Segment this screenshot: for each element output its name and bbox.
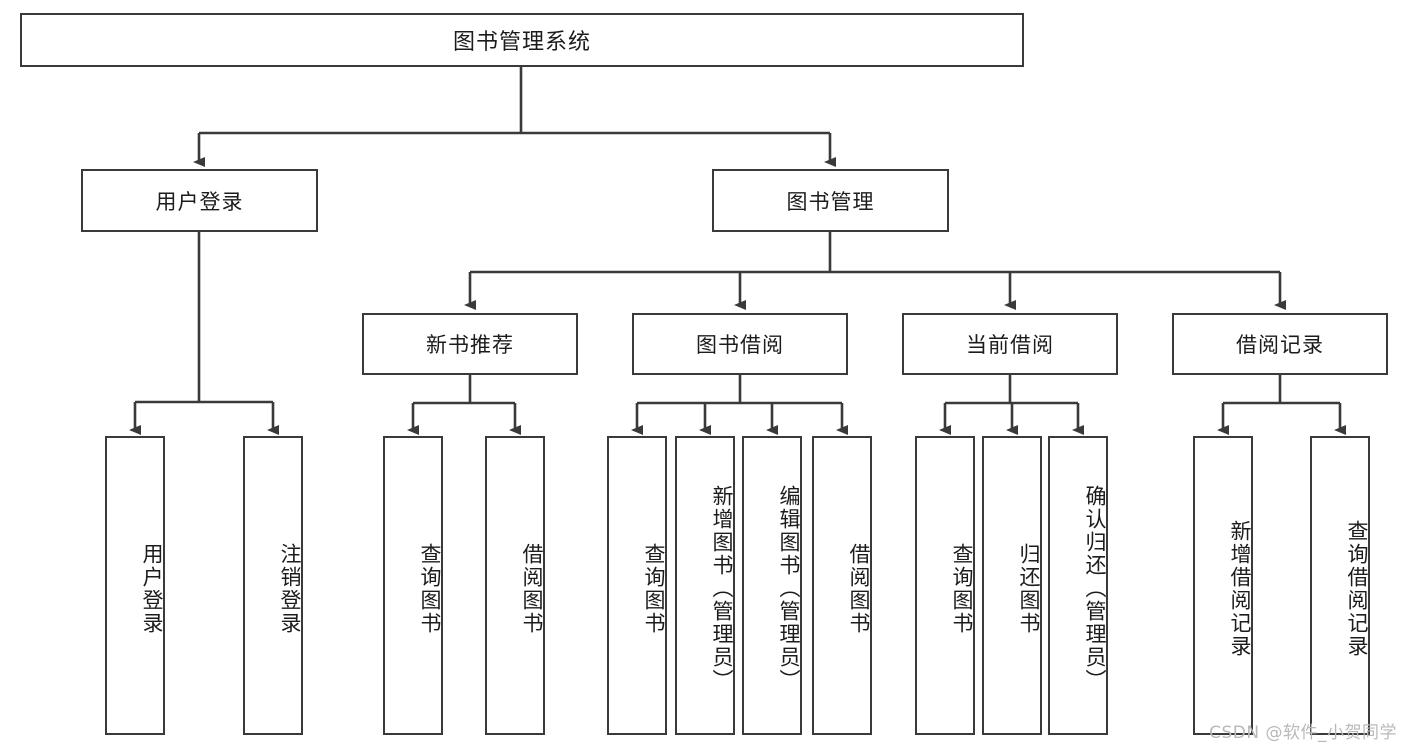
node-leaf-logout[interactable]: 注销登录 (243, 436, 303, 735)
node-new-book-recommend-label: 新书推荐 (426, 333, 514, 357)
node-book-manage[interactable]: 图书管理 (712, 169, 949, 232)
node-leaf-query-book-3[interactable]: 查询图书 (915, 436, 975, 735)
node-leaf-user-login-label: 用户登录 (140, 542, 164, 635)
node-leaf-add-record[interactable]: 新增借阅记录 (1193, 436, 1253, 735)
node-book-borrow[interactable]: 图书借阅 (632, 313, 848, 375)
node-leaf-query-record[interactable]: 查询借阅记录 (1310, 436, 1370, 735)
node-leaf-confirm-return[interactable]: 确认归还（管理员） (1048, 436, 1108, 735)
node-root[interactable]: 图书管理系统 (20, 13, 1024, 67)
node-leaf-edit-book[interactable]: 编辑图书（管理员） (742, 436, 802, 735)
node-current-borrow[interactable]: 当前借阅 (902, 313, 1118, 375)
node-leaf-return-book-label: 归还图书 (1017, 542, 1041, 635)
node-user-login[interactable]: 用户登录 (81, 169, 318, 232)
node-leaf-add-record-label: 新增借阅记录 (1228, 519, 1252, 658)
node-new-book-recommend[interactable]: 新书推荐 (362, 313, 578, 375)
node-leaf-query-book-1-label: 查询图书 (418, 542, 442, 635)
watermark: CSDN @软件_小贺同学 (1209, 723, 1397, 743)
node-leaf-borrow-book-2[interactable]: 借阅图书 (812, 436, 872, 735)
node-current-borrow-label: 当前借阅 (966, 333, 1054, 357)
node-book-borrow-label: 图书借阅 (696, 333, 784, 357)
node-leaf-borrow-book-2-label: 借阅图书 (847, 542, 871, 635)
node-borrow-record[interactable]: 借阅记录 (1172, 313, 1388, 375)
node-leaf-return-book[interactable]: 归还图书 (982, 436, 1042, 735)
node-book-manage-label: 图书管理 (786, 189, 875, 214)
node-root-label: 图书管理系统 (452, 30, 591, 55)
node-leaf-borrow-book-1-label: 借阅图书 (520, 542, 544, 635)
node-leaf-borrow-book-1[interactable]: 借阅图书 (485, 436, 545, 735)
node-leaf-logout-label: 注销登录 (278, 542, 302, 635)
node-leaf-query-book-2[interactable]: 查询图书 (607, 436, 667, 735)
node-leaf-query-record-label: 查询借阅记录 (1345, 519, 1369, 658)
node-borrow-record-label: 借阅记录 (1236, 333, 1324, 357)
node-leaf-edit-book-label: 编辑图书（管理员） (777, 485, 801, 692)
node-leaf-add-book-label: 新增图书（管理员） (710, 485, 734, 692)
node-leaf-query-book-3-label: 查询图书 (950, 542, 974, 635)
node-user-login-label: 用户登录 (155, 189, 244, 214)
node-leaf-add-book[interactable]: 新增图书（管理员） (675, 436, 735, 735)
node-leaf-confirm-return-label: 确认归还（管理员） (1083, 485, 1107, 692)
node-leaf-query-book-1[interactable]: 查询图书 (383, 436, 443, 735)
node-leaf-user-login[interactable]: 用户登录 (105, 436, 165, 735)
node-leaf-query-book-2-label: 查询图书 (642, 542, 666, 635)
